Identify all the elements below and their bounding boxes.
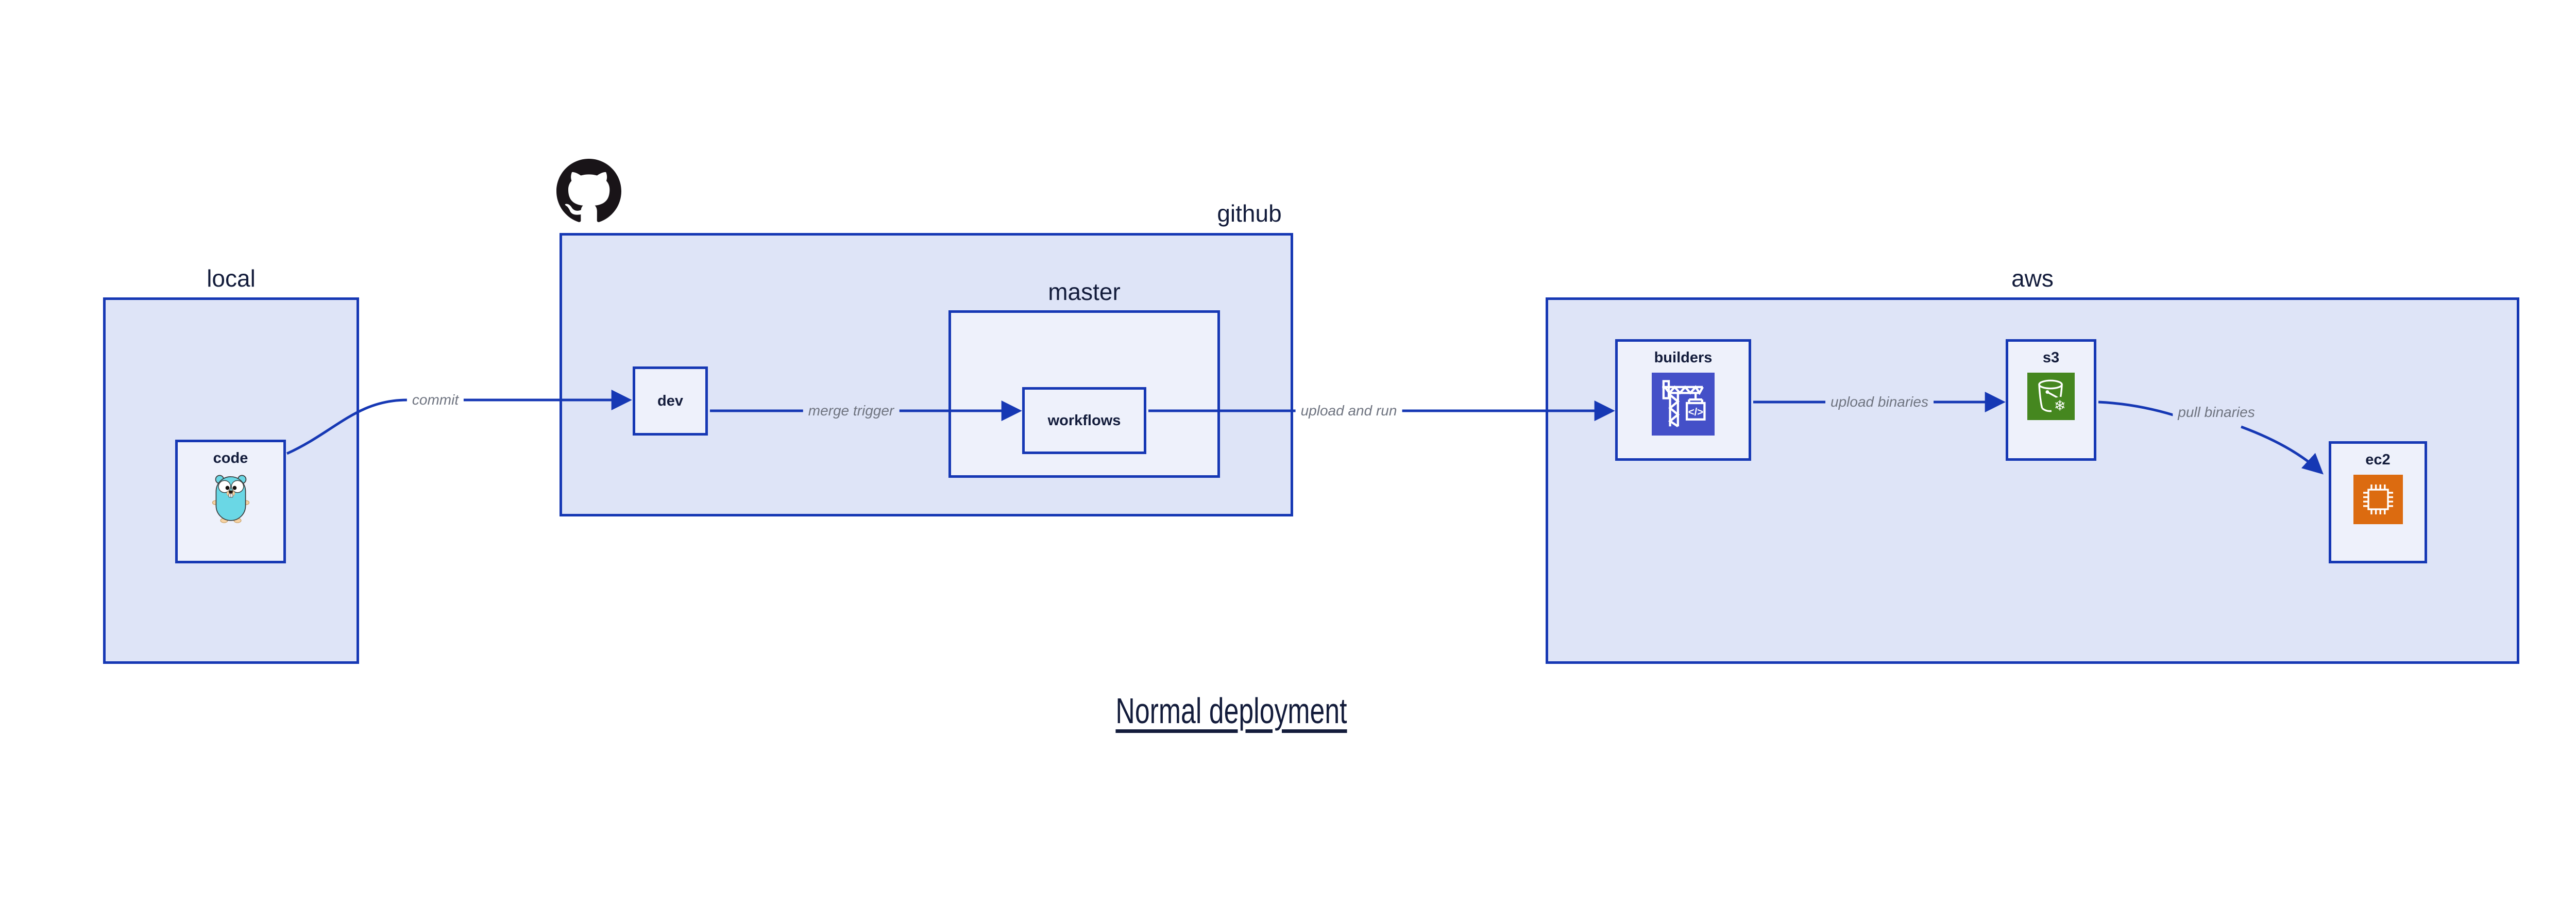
edge-merge-trigger-label: merge trigger: [803, 402, 900, 420]
diagram-title: Normal deployment: [1075, 693, 1388, 729]
node-s3-label: s3: [2042, 349, 2060, 366]
node-ec2-label: ec2: [2365, 452, 2391, 468]
codebuild-crane-icon: </>: [1652, 373, 1715, 436]
section-aws-label: aws: [2011, 265, 2054, 292]
node-ec2-box: ec2: [2329, 441, 2427, 563]
s3-bucket-icon: ❄: [2027, 373, 2075, 420]
node-builders-box: builders </>: [1615, 339, 1751, 461]
node-dev-box: dev: [633, 366, 708, 436]
svg-text:</>: </>: [1688, 407, 1704, 418]
github-octocat-icon: [556, 159, 621, 222]
edge-upload-binaries-label: upload binaries: [1825, 393, 1934, 411]
node-s3-box: s3 ❄: [2006, 339, 2096, 461]
edge-pull-binaries-label: pull binaries: [2173, 403, 2260, 422]
node-code-label: code: [213, 450, 248, 466]
diagram-title-text: Normal deployment: [1115, 691, 1347, 731]
node-workflows-label: workflows: [1047, 412, 1121, 429]
svg-text:❄: ❄: [2054, 397, 2066, 414]
node-code-box: code: [175, 440, 286, 563]
edge-upload-and-run-label: upload and run: [1295, 402, 1402, 420]
ec2-chip-icon: [2353, 475, 2403, 524]
node-builders-label: builders: [1654, 349, 1713, 366]
section-local-label: local: [207, 265, 256, 292]
edge-commit-label: commit: [406, 391, 464, 409]
node-workflows-box: workflows: [1022, 387, 1146, 454]
section-master-label: master: [1048, 278, 1121, 305]
section-github-label: github: [1217, 200, 1282, 227]
node-dev-label: dev: [657, 393, 683, 409]
go-gopher-icon: [212, 475, 249, 523]
